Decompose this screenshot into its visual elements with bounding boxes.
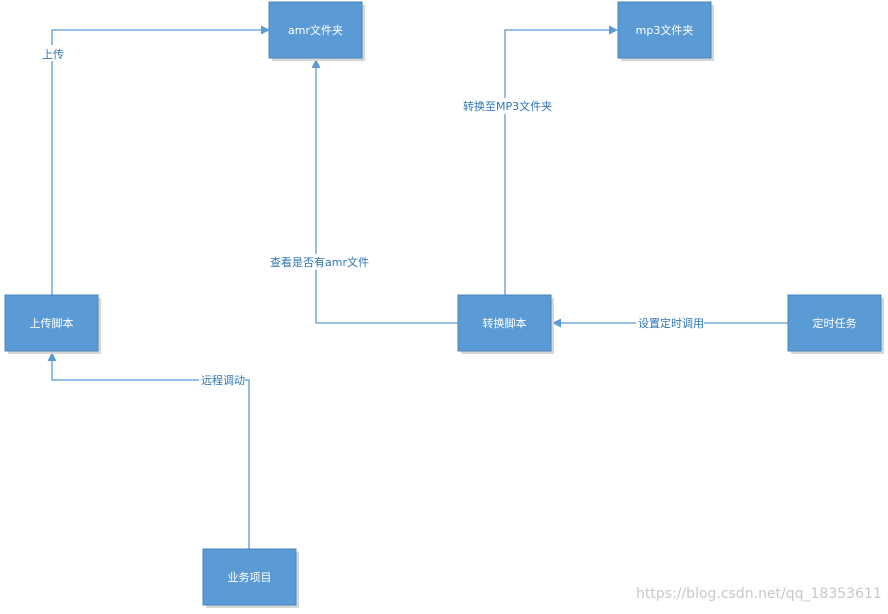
node-label-amr-folder: amr文件夹 [288,23,343,37]
edge-remote-call: 远程调动 [47,352,250,549]
arrowhead-icon [609,25,618,35]
arrowhead-icon [311,59,321,68]
arrowhead-icon [552,318,561,328]
edge-label-check: 查看是否有amr文件 [270,255,369,269]
edge-convert-to-mp3: 转换至MP3文件夹 [460,25,618,295]
node-upload-script: 上传脚本 [4,294,101,354]
edge-set-schedule: 设置定时调用 [552,315,788,331]
node-amr-folder: amr文件夹 [268,1,365,61]
node-label-upload-script: 上传脚本 [30,316,74,330]
edge-label-convert: 转换至MP3文件夹 [463,99,552,113]
watermark: https://blog.csdn.net/qq_18353611 [636,586,882,602]
edge-label-schedule: 设置定时调用 [638,316,704,330]
node-label-scheduled-task: 定时任务 [813,316,857,330]
node-label-business-project: 业务项目 [228,571,272,584]
node-mp3-folder: mp3文件夹 [617,1,714,61]
node-scheduled-task: 定时任务 [787,294,884,354]
edge-label-upload: 上传 [42,48,64,61]
arrowhead-icon [47,352,57,361]
node-business-project: 业务项目 [202,548,299,608]
node-label-mp3-folder: mp3文件夹 [636,23,694,37]
arrowhead-icon [261,25,270,35]
node-convert-script: 转换脚本 [457,294,554,354]
edge-label-remote: 远程调动 [201,374,245,387]
edge-check-amr: 查看是否有amr文件 [268,59,458,324]
edge-upload: 上传 [40,25,270,295]
node-label-convert-script: 转换脚本 [483,316,527,330]
